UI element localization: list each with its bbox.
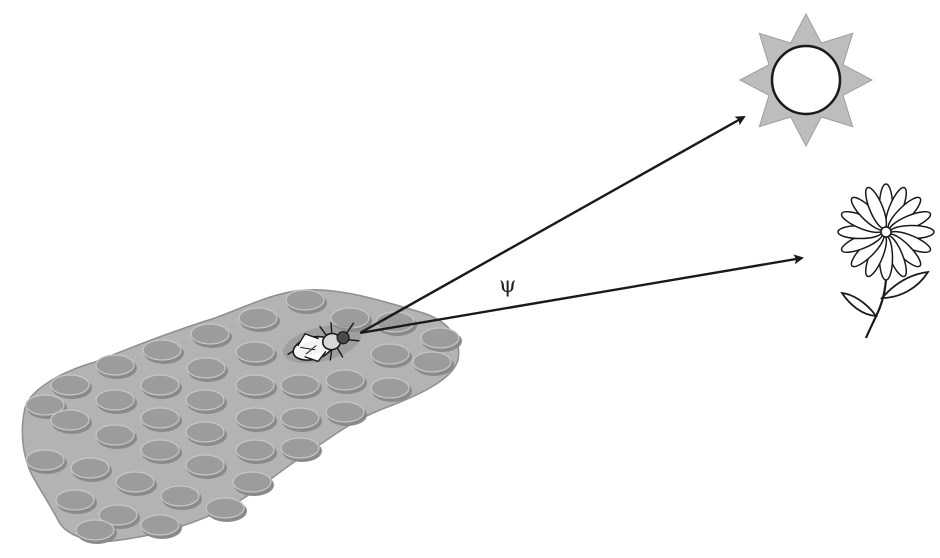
- honeycomb-cell: [187, 358, 225, 378]
- direction-arrows: [360, 117, 802, 333]
- honeycomb-cell: [116, 472, 154, 492]
- honeycomb-cell: [143, 340, 181, 360]
- honeycomb-cell: [26, 450, 64, 470]
- honeycomb-cell: [186, 422, 224, 442]
- honeycomb-cell: [161, 486, 199, 506]
- honeycomb-cell: [326, 402, 364, 422]
- honeycomb-cell: [186, 390, 224, 410]
- honeycomb-cell: [236, 342, 274, 362]
- honeycomb-cell: [413, 352, 451, 372]
- honeycomb-cell: [239, 308, 277, 328]
- honeycomb-cell: [186, 455, 224, 475]
- honeycomb-cell: [371, 378, 409, 398]
- honeycomb-cell: [76, 520, 114, 540]
- honeycomb-cell: [286, 290, 324, 310]
- sun-disc: [772, 46, 840, 114]
- honeycomb-cell: [236, 440, 274, 460]
- honeycomb-cell: [191, 324, 229, 344]
- honeycomb-cell: [56, 490, 94, 510]
- honeycomb-cell: [421, 328, 459, 348]
- honeycomb-cell: [281, 375, 319, 395]
- flower-leaf-left: [842, 293, 876, 316]
- honeycomb-cell: [326, 370, 364, 390]
- honeycomb-cell: [71, 458, 109, 478]
- honeycomb-cell: [96, 425, 134, 445]
- honeycomb-cell: [233, 472, 271, 492]
- honeycomb-cell: [236, 375, 274, 395]
- honeycomb-cell: [281, 438, 319, 458]
- honeycomb-cell: [96, 390, 134, 410]
- honeycomb-cell: [51, 410, 89, 430]
- honeycomb-cell: [141, 515, 179, 535]
- honeycomb-cell: [206, 498, 244, 518]
- sun-icon: [740, 14, 872, 146]
- honeycomb-cell: [96, 355, 134, 375]
- honeycomb-cell: [141, 440, 179, 460]
- honeycomb-cell: [51, 375, 89, 395]
- honeycomb-cell: [281, 408, 319, 428]
- honeycomb-cell: [371, 344, 409, 364]
- angle-psi-label: ψ: [499, 273, 516, 298]
- honeycomb-cell: [141, 375, 179, 395]
- honeycomb-cell: [141, 408, 179, 428]
- flower-icon: [838, 184, 934, 338]
- flower-center: [881, 227, 891, 237]
- honeycomb-cell: [236, 408, 274, 428]
